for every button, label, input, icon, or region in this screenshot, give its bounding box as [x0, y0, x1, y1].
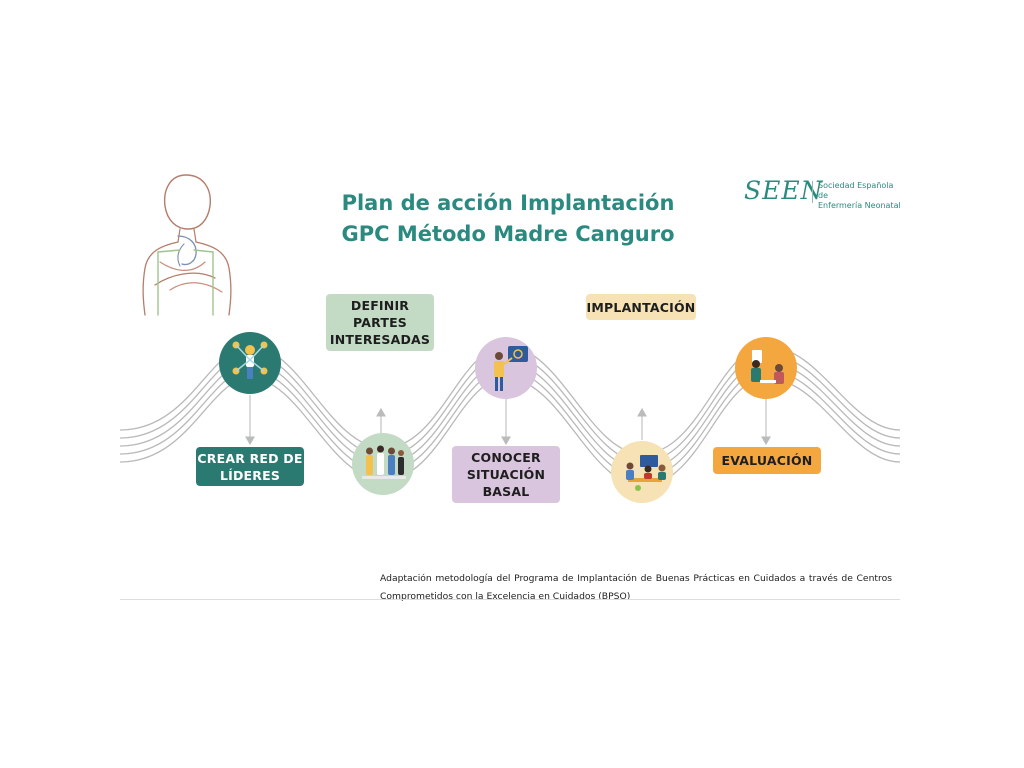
logo-subtitle: Sociedad Española de Enfermería Neonatal [818, 181, 904, 211]
step-label-definir-partes-interesadas: DEFINIR PARTES INTERESADAS [326, 294, 434, 351]
logo-subtitle-line-1: Sociedad Española de [818, 181, 894, 200]
presentation-analysis-icon [475, 337, 537, 399]
stakeholders-group-icon [352, 433, 414, 495]
logo-subtitle-line-2: Enfermería Neonatal [818, 201, 901, 210]
evaluation-interview-icon [735, 337, 797, 399]
title-line-2: GPC Método Madre Canguro [341, 222, 675, 246]
source-caption: Adaptación metodología del Programa de I… [380, 573, 892, 602]
leaders-network-icon [219, 332, 281, 394]
step-label-conocer-situacion-basal: CONOCER SITUACIÓN BASAL [452, 446, 560, 503]
mother-baby-illustration-icon [142, 174, 232, 316]
logo-separator [812, 181, 813, 203]
seen-logo: SEEN Sociedad Española de Enfermería Neo… [744, 176, 904, 211]
connectors [245, 395, 771, 446]
step-label-crear-red-de-lideres: CREAR RED DE LÍDERES [196, 447, 304, 486]
step-label-implantacion: IMPLANTACIÓN [586, 294, 696, 320]
footer-divider [120, 599, 900, 600]
logo-wordmark: SEEN [744, 176, 824, 205]
team-meeting-icon [611, 441, 673, 503]
diagram-title: Plan de acción Implantación GPC Método M… [300, 188, 716, 250]
title-line-1: Plan de acción Implantación [341, 191, 675, 215]
step-label-evaluacion: EVALUACIÓN [713, 447, 821, 474]
